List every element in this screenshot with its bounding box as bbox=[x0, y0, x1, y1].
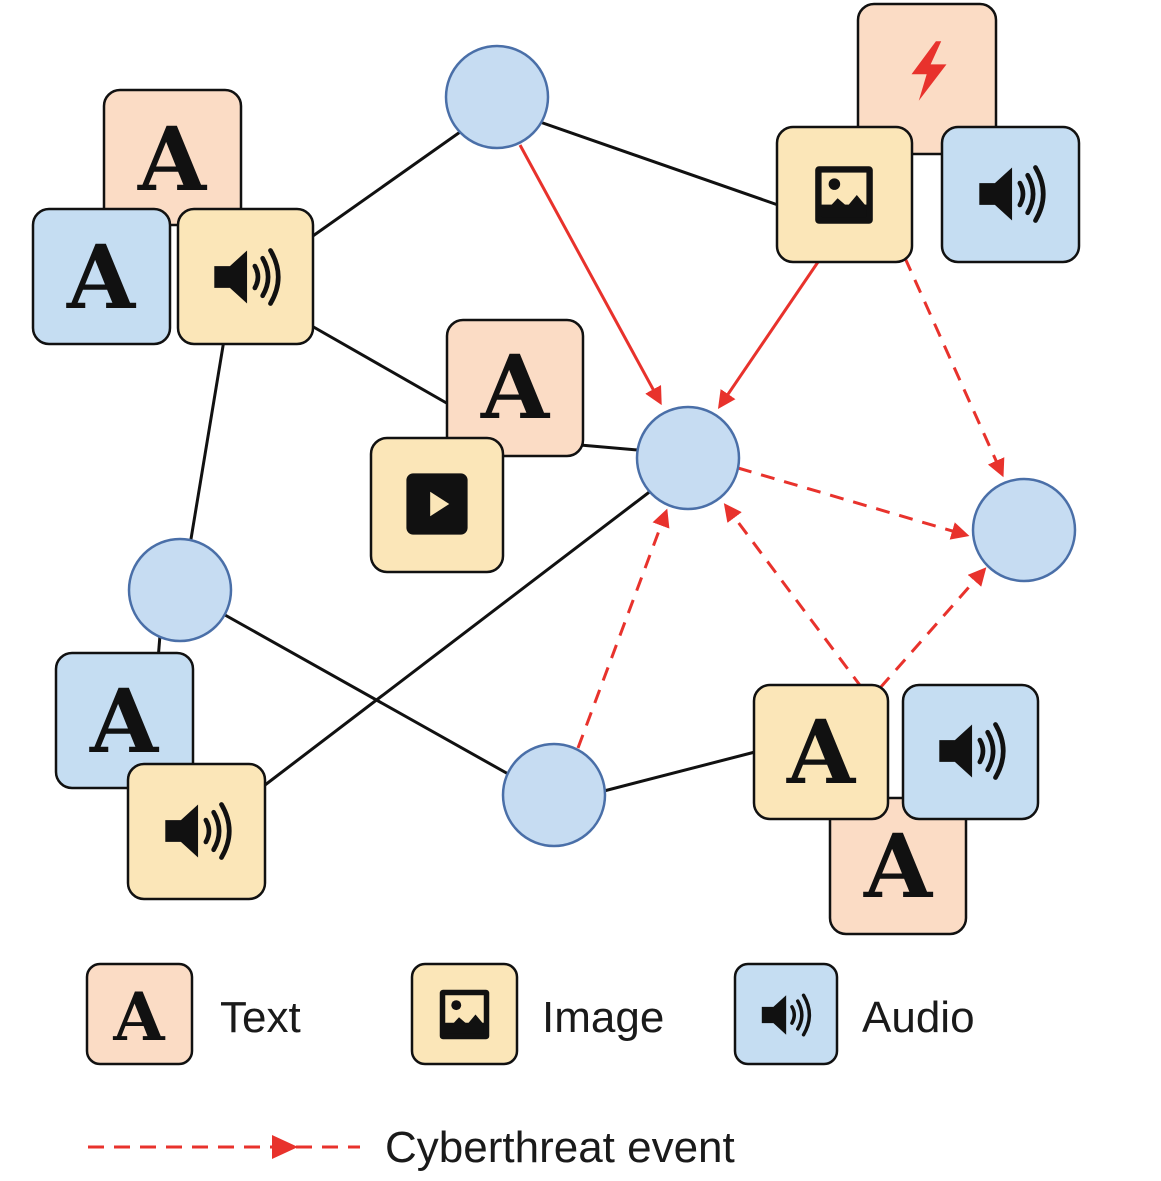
cluster-middle: A bbox=[369, 318, 585, 574]
text-tile: A bbox=[752, 683, 890, 821]
legend-threat: Cyberthreat event bbox=[88, 1123, 735, 1172]
legend-text-label: Text bbox=[220, 993, 301, 1042]
edge bbox=[539, 120, 779, 207]
edge bbox=[309, 323, 451, 407]
svg-text:A: A bbox=[89, 669, 160, 773]
threat-edge-dashed bbox=[878, 567, 987, 689]
cluster-bottom-left: A bbox=[54, 651, 267, 901]
node-bottom bbox=[501, 742, 607, 848]
node-right bbox=[971, 477, 1077, 583]
edge bbox=[224, 613, 511, 777]
edge bbox=[599, 750, 756, 794]
threat-edge-solid bbox=[717, 261, 820, 409]
text-tile: A bbox=[445, 318, 585, 458]
svg-text:A: A bbox=[863, 814, 934, 918]
svg-text:A: A bbox=[112, 978, 165, 1056]
svg-text:A: A bbox=[66, 225, 137, 329]
nodes bbox=[127, 44, 1077, 848]
audio-tile bbox=[940, 125, 1081, 264]
cluster-top-right bbox=[775, 2, 1081, 264]
play-icon bbox=[406, 473, 468, 535]
legend: A Text Image Audio Cyberthreat event bbox=[85, 962, 975, 1172]
arrowhead-icon bbox=[272, 1135, 298, 1159]
svg-text:A: A bbox=[480, 335, 551, 439]
node-top bbox=[444, 44, 550, 150]
edge bbox=[309, 123, 471, 240]
audio-tile bbox=[901, 683, 1040, 821]
edge bbox=[188, 339, 226, 546]
svg-text:A: A bbox=[786, 700, 857, 804]
legend-audio: Audio bbox=[733, 962, 975, 1066]
legend-image-label: Image bbox=[542, 993, 664, 1042]
threat-edge-solid bbox=[518, 144, 662, 406]
image-icon bbox=[439, 989, 490, 1040]
legend-audio-label: Audio bbox=[862, 993, 975, 1042]
node-left bbox=[127, 537, 233, 643]
edge bbox=[579, 443, 639, 452]
threat-edge-dashed bbox=[723, 503, 864, 689]
edge bbox=[264, 488, 653, 787]
cluster-bottom-right: A A bbox=[752, 683, 1040, 936]
text-tile: A bbox=[102, 88, 243, 227]
audio-tile bbox=[126, 762, 267, 901]
text-tile: A bbox=[828, 796, 968, 936]
legend-text: A Text bbox=[85, 962, 301, 1066]
bolt-tile bbox=[856, 2, 998, 156]
image-icon bbox=[815, 166, 873, 224]
threat-edge-dashed bbox=[737, 466, 970, 540]
text-tile: A bbox=[31, 207, 172, 346]
solid-edges bbox=[156, 120, 779, 794]
node-center bbox=[635, 405, 741, 511]
threat-edge-dashed bbox=[903, 257, 1005, 478]
audio-tile bbox=[176, 207, 315, 346]
video-tile bbox=[369, 436, 505, 574]
legend-image: Image bbox=[410, 962, 664, 1066]
threat-edges bbox=[518, 144, 1005, 749]
text-tile: A bbox=[54, 651, 195, 790]
threat-edge-dashed bbox=[576, 508, 670, 749]
svg-text:A: A bbox=[137, 107, 208, 211]
image-tile bbox=[775, 125, 914, 264]
legend-threat-label: Cyberthreat event bbox=[385, 1123, 735, 1172]
cluster-top-left: A A bbox=[31, 88, 315, 346]
